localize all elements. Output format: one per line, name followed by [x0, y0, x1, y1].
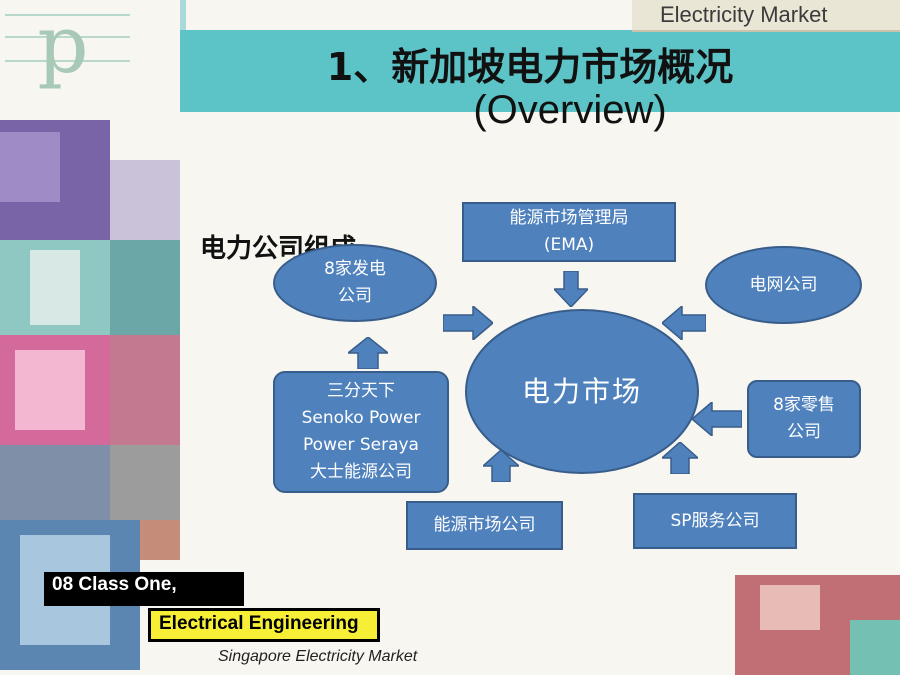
slide-title: 1、新加坡电力市场概况 — [326, 45, 734, 89]
header-band — [180, 30, 900, 112]
topright-label: Electricity Market — [660, 2, 828, 27]
node-emc-label: 能源市场公司 — [433, 515, 536, 535]
node-retail: 8家零售 公司 — [747, 380, 861, 458]
gen-list-line4: 大士能源公司 — [310, 462, 412, 482]
topright-box — [632, 0, 900, 32]
arrow-grid-left — [662, 306, 706, 340]
arrow-ema-down — [554, 271, 588, 307]
node-gencos-line2: 公司 — [338, 286, 372, 306]
node-ema: 能源市场管理局 (EMA) — [462, 202, 676, 262]
node-sp: SP服务公司 — [633, 493, 797, 549]
node-grid-label: 电网公司 — [749, 274, 818, 295]
node-sp-label: SP服务公司 — [670, 510, 760, 531]
arrow-genlist-up — [348, 337, 388, 369]
gen-list-line2: Senoko Power — [301, 408, 421, 428]
node-generator-list: 三分天下 Senoko Power Power Seraya 大士能源公司 — [273, 371, 449, 493]
node-emc: 能源市场公司 — [406, 501, 563, 550]
node-ema-line2: (EMA) — [543, 235, 595, 255]
footer-caption: Singapore Electricity Market — [218, 648, 418, 665]
arrow-sp-up — [662, 442, 698, 474]
node-gencos-line1: 8家发电 — [324, 259, 386, 279]
department-badge: Electrical Engineering — [148, 608, 380, 642]
arrow-retail-left — [692, 402, 742, 436]
gen-list-line1: 三分天下 — [327, 381, 395, 401]
center-label: 电力市场 — [521, 375, 642, 408]
node-retail-line2: 公司 — [787, 422, 821, 442]
node-ema-line1: 能源市场管理局 — [509, 208, 629, 228]
logo-letter: p — [37, 0, 89, 91]
class-badge: 08 Class One, — [44, 572, 244, 606]
arrow-gencos-right — [443, 306, 493, 340]
node-center-market: 电力市场 — [465, 309, 699, 474]
arrow-emc-up — [483, 450, 519, 482]
node-retail-line1: 8家零售 — [773, 395, 835, 415]
gen-list-line3: Power Seraya — [303, 435, 419, 455]
slide-subtitle: (Overview) — [473, 88, 667, 132]
node-gencos: 8家发电 公司 — [273, 244, 437, 322]
node-grid: 电网公司 — [705, 246, 862, 324]
